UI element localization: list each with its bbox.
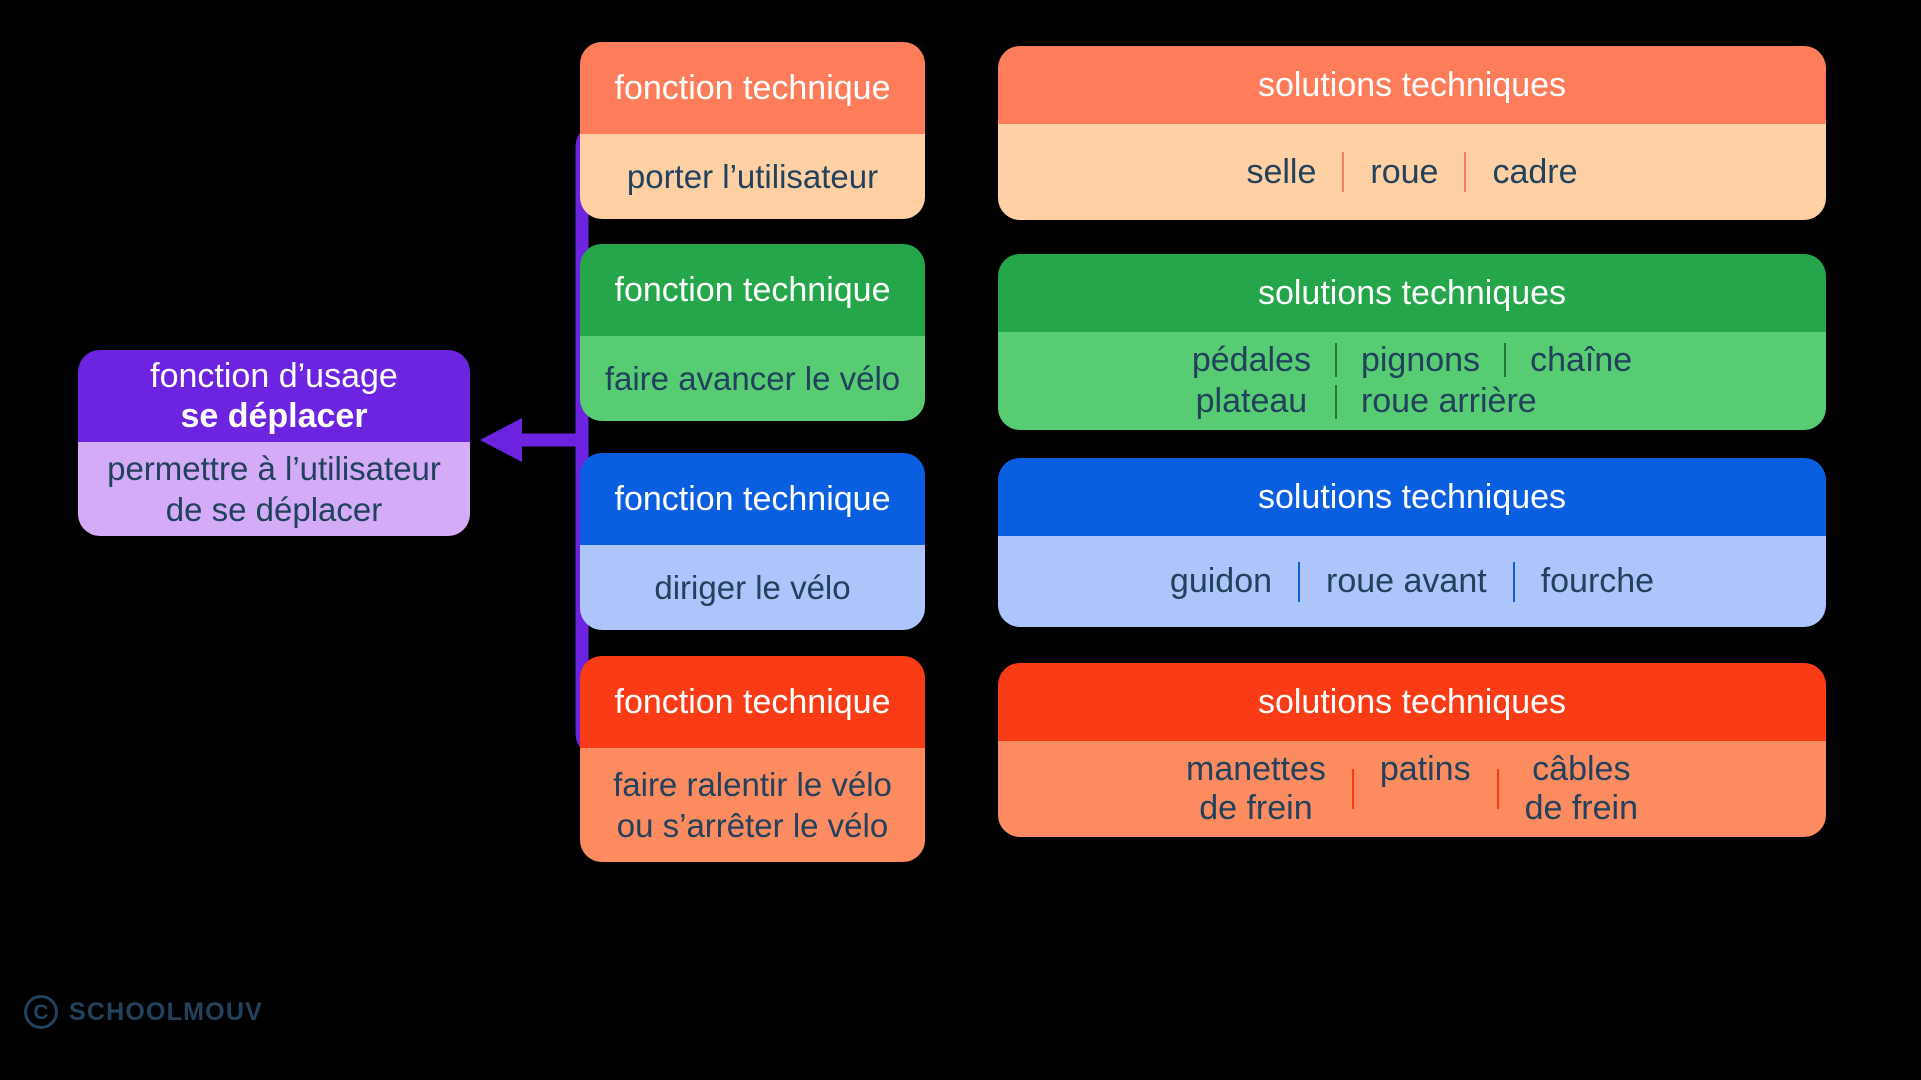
separator (1496, 769, 1499, 809)
solutions-techniques-card-4: solutions techniques manettes de frein p… (998, 663, 1826, 837)
fonction-technique-header-3: fonction technique (580, 453, 925, 545)
part-item: roue (1370, 152, 1439, 191)
part-item: roue avant (1326, 562, 1487, 601)
solutions-techniques-header-1: solutions techniques (998, 46, 1826, 124)
parts-list-2: pédales pignons chaîne plateau roue arri… (1192, 341, 1632, 421)
part-item: pignons (1360, 340, 1481, 379)
separator (1464, 152, 1467, 192)
solutions-techniques-body-1: selle roue cadre (998, 124, 1826, 220)
schoolmouv-wordmark: SCHOOLMOUV (69, 997, 263, 1026)
parts-list-4: manettes de frein patins câbles de frein (1014, 750, 1810, 828)
part-item: manettes de frein (1186, 749, 1326, 827)
parts-list-1: selle roue cadre (1014, 151, 1810, 194)
fonction-technique-card-3: fonction technique diriger le vélo (580, 453, 925, 630)
part-item: cadre (1492, 152, 1578, 191)
copyright-c-icon: C (24, 995, 58, 1029)
solutions-techniques-header-4: solutions techniques (998, 663, 1826, 741)
fonction-technique-card-1: fonction technique porter l’utilisateur (580, 42, 925, 219)
fonction-technique-header-label-2: fonction technique (614, 270, 891, 309)
part-item: roue arrière (1360, 382, 1537, 420)
part-item: câbles de frein (1524, 749, 1638, 827)
fonction-technique-header-2: fonction technique - - (580, 244, 925, 336)
separator (1334, 384, 1337, 419)
fonction-technique-body-4: faire ralentir le vélo ou s’arrêter le v… (580, 748, 925, 862)
fonction-usage-body: permettre à l’utilisateur de se déplacer (78, 442, 470, 536)
fonction-technique-header-4: fonction technique (580, 656, 925, 748)
fonction-technique-body-1: porter l’utilisateur (580, 134, 925, 219)
part-item: guidon (1169, 562, 1273, 601)
solutions-techniques-body-4: manettes de frein patins câbles de frein (998, 741, 1826, 837)
fonction-usage-card: fonction d’usage se déplacer permettre à… (78, 350, 470, 536)
solutions-techniques-header-2: solutions techniques (998, 254, 1826, 332)
solutions-techniques-card-2: solutions techniques pédales pignons cha… (998, 254, 1826, 430)
fonction-usage-label: fonction d’usage (150, 356, 398, 395)
part-item: fourche (1540, 562, 1655, 601)
separator (1334, 343, 1337, 378)
separator (1298, 561, 1301, 602)
solutions-techniques-header-3: solutions techniques (998, 458, 1826, 536)
separator (1342, 152, 1345, 192)
fonction-technique-card-2: fonction technique - - faire avancer le … (580, 244, 925, 421)
solutions-techniques-body-2: pédales pignons chaîne plateau roue arri… (998, 332, 1826, 430)
separator (1351, 769, 1354, 809)
parts-list-3: guidon roue avant fourche (1014, 560, 1810, 603)
part-item: patins (1379, 749, 1471, 788)
part-item: pédales (1191, 340, 1311, 379)
part-item: chaîne (1530, 340, 1633, 379)
schoolmouv-logo: C SCHOOLMOUV (24, 995, 263, 1029)
separator (1512, 561, 1515, 602)
solutions-techniques-body-3: guidon roue avant fourche (998, 536, 1826, 627)
solutions-techniques-card-1: solutions techniques selle roue cadre (998, 46, 1826, 220)
separator (1504, 343, 1507, 378)
part-item: selle (1246, 152, 1317, 191)
fonction-technique-header-1: fonction technique (580, 42, 925, 134)
fonction-technique-card-4: fonction technique faire ralentir le vél… (580, 656, 925, 862)
fonction-usage-title: se déplacer (180, 397, 368, 435)
fonction-technique-body-2: faire avancer le vélo (580, 336, 925, 421)
clipped-text-artifact: - - (580, 324, 925, 332)
fonction-technique-body-3: diriger le vélo (580, 545, 925, 630)
solutions-techniques-card-3: solutions techniques guidon roue avant f… (998, 458, 1826, 627)
fonction-usage-header: fonction d’usage se déplacer (78, 350, 470, 442)
part-item: plateau (1195, 382, 1308, 420)
